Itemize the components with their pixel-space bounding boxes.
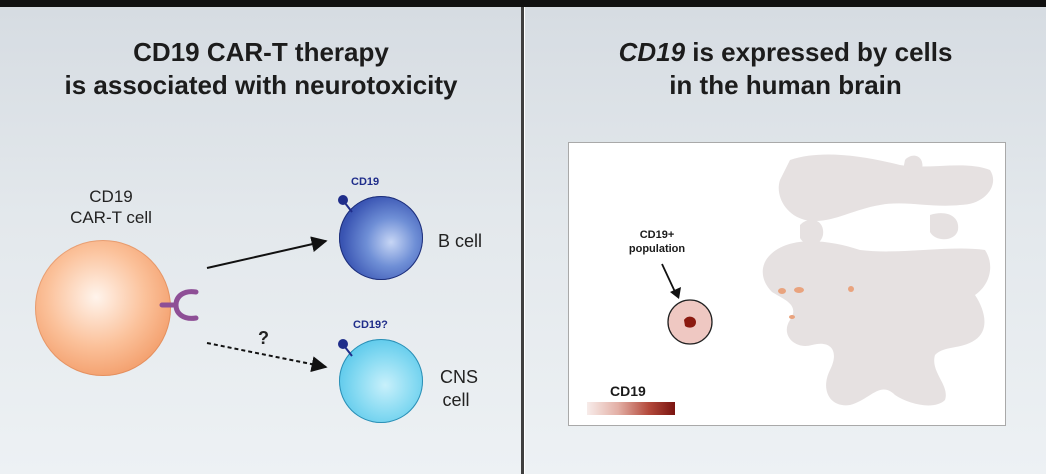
question-mark: ? <box>258 328 269 348</box>
b-cell-marker-icon <box>338 195 348 205</box>
cns-cell-marker-label: CD19? <box>353 319 388 331</box>
cd19-population-dot <box>684 316 696 328</box>
right-title-line1-rest: is expressed by cells <box>685 37 953 67</box>
color-legend-bar <box>587 402 675 415</box>
left-panel <box>0 7 522 474</box>
car-t-cell-label: CD19 CAR-T cell <box>46 186 176 228</box>
car-t-label-line1: CD19 <box>89 187 133 206</box>
cns-label-line2: cell <box>442 390 470 410</box>
cns-cell <box>339 339 423 423</box>
top-border <box>0 0 1046 7</box>
population-arrow <box>661 263 677 295</box>
right-title-gene: CD19 <box>618 37 686 67</box>
panel-divider <box>521 7 524 474</box>
left-panel-title: CD19 CAR-T therapy is associated with ne… <box>0 36 522 102</box>
population-label-line1: CD19+ <box>639 229 675 241</box>
population-label: CD19+ population <box>617 228 697 256</box>
arrow-to-b-cell <box>206 236 328 269</box>
right-title-line2: in the human brain <box>669 70 902 100</box>
population-arrow-head <box>670 287 681 299</box>
car-receptor-icon <box>159 289 199 321</box>
cns-label-line1: CNS <box>440 367 479 387</box>
b-cell-label: B cell <box>438 231 483 251</box>
color-legend-title: CD19 <box>610 383 646 399</box>
right-panel-title: CD19 is expressed by cells in the human … <box>525 36 1046 102</box>
car-t-label-line2: CAR-T cell <box>70 208 152 227</box>
b-cell-marker-stalk <box>344 202 353 213</box>
car-t-cell <box>35 240 171 376</box>
b-cell <box>339 196 423 280</box>
left-title-line1: CD19 CAR-T therapy <box>133 37 389 67</box>
population-label-line2: population <box>628 243 686 255</box>
right-title-line1: CD19 is expressed by cells <box>525 36 1046 69</box>
cns-cell-marker-stalk <box>344 346 353 357</box>
cns-cell-label: CNS cell <box>440 366 479 412</box>
arrow-to-cns-cell <box>206 342 328 372</box>
umap-cd19-spots <box>778 286 854 319</box>
left-title-line2: is associated with neurotoxicity <box>64 70 458 100</box>
umap-cell-clusters <box>762 154 994 406</box>
cns-cell-marker-icon <box>338 339 348 349</box>
b-cell-marker-label: CD19 <box>351 176 380 188</box>
